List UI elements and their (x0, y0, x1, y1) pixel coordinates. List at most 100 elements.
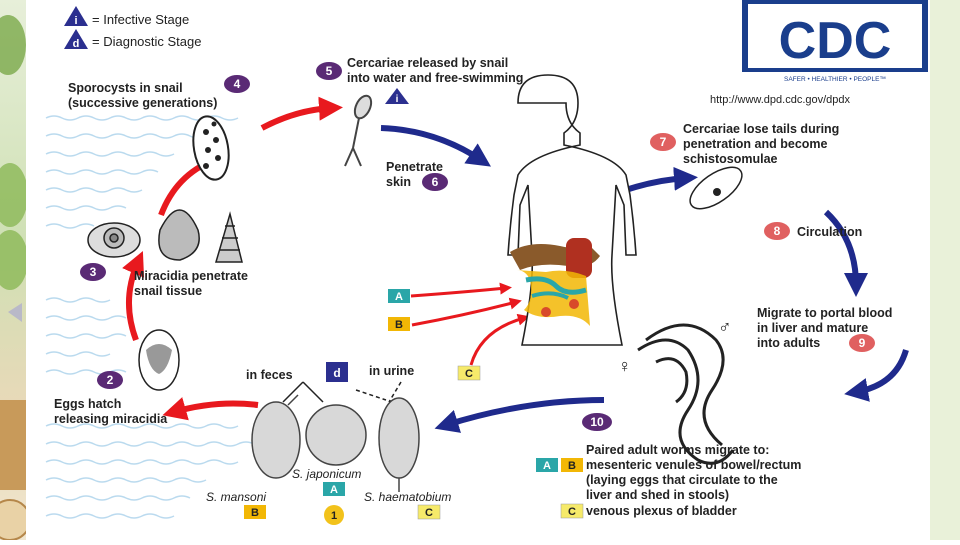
migration-c-line: venous plexus of bladder (586, 504, 737, 518)
decorative-shapes (0, 15, 26, 540)
svg-text:C: C (425, 507, 433, 519)
arrow-portal-to-adults (844, 349, 909, 402)
svg-text:into water and free-swimming: into water and free-swimming (347, 71, 523, 85)
svg-text:(successive generations): (successive generations) (68, 96, 217, 110)
migration-ab-line1: mesenteric venules of bowel/rectum (586, 458, 801, 472)
blue-cycle-arrows (380, 125, 909, 433)
step-badge-4: 4 (224, 75, 250, 93)
right-decorative-border (930, 0, 960, 540)
step-badge-9: 9 (849, 334, 875, 352)
svg-text:2: 2 (107, 373, 114, 387)
male-symbol: ♂ (718, 317, 732, 337)
svg-text:snail tissue: snail tissue (134, 284, 202, 298)
migration-ab-line3: liver and shed in stools) (586, 488, 729, 502)
svg-text:d: d (73, 38, 80, 50)
svg-text:Paired adult worms migrate to:: Paired adult worms migrate to: (586, 443, 769, 457)
s-haematobium-label: S. haematobium (364, 490, 451, 504)
source-url: http://www.dpd.cdc.gov/dpdx (710, 94, 851, 106)
step-badge-6: 6 (422, 173, 448, 191)
egg-tag-mansoni: B (244, 505, 266, 519)
migration-tag-b: B (561, 458, 583, 472)
svg-text:skin: skin (386, 175, 411, 189)
schistosomulum-icon (689, 166, 743, 210)
arrow-sporocysts-to-cercariae (260, 96, 343, 131)
caption-step-2: Eggs hatch releasing miracidia (54, 397, 168, 426)
legend: i = Infective Stage d = Diagnostic Stage (64, 6, 201, 50)
caption-step-7: Cercariae lose tails during penetration … (683, 122, 839, 166)
svg-text:9: 9 (859, 336, 866, 350)
caption-step-10: Paired adult worms migrate to: (586, 443, 769, 457)
svg-text:i: i (74, 15, 77, 27)
arrow-cercariae-to-skin (380, 125, 491, 167)
step-badge-3: 3 (80, 263, 106, 281)
arrow-miracidia-to-snail (122, 251, 145, 342)
svg-text:Penetrate: Penetrate (386, 160, 443, 174)
caption-step-9: Migrate to portal blood in liver and mat… (757, 306, 892, 350)
arrow-circulation (823, 209, 868, 297)
svg-text:10: 10 (590, 415, 604, 429)
step-badge-2: 2 (97, 371, 123, 389)
s-mansoni-label: S. mansoni (206, 490, 266, 504)
svg-text:A: A (330, 484, 338, 496)
svg-text:7: 7 (660, 135, 667, 149)
in-urine-label: in urine (369, 364, 414, 378)
svg-text:B: B (251, 507, 259, 519)
svg-text:releasing miracidia: releasing miracidia (54, 412, 168, 426)
site-tag-a: A (388, 289, 410, 303)
svg-text:Miracidia penetrate: Miracidia penetrate (134, 269, 248, 283)
in-feces-label: in feces (246, 368, 293, 382)
left-decorative-border (0, 0, 26, 540)
infective-stage-label: = Infective Stage (92, 12, 189, 27)
step-badge-8: 8 (764, 222, 790, 240)
svg-text:CDC: CDC (779, 12, 892, 70)
svg-text:B: B (395, 319, 403, 331)
caption-step-4: Sporocysts in snail (successive generati… (68, 81, 217, 110)
svg-text:8: 8 (774, 224, 781, 238)
snail-icons (87, 209, 243, 263)
egg-tag-japonicum: A (323, 482, 345, 496)
svg-text:4: 4 (234, 77, 241, 91)
arrow-skin-to-schistosomulae (625, 166, 698, 193)
svg-text:C: C (568, 506, 576, 518)
svg-text:Cercariae released by snail: Cercariae released by snail (347, 56, 508, 70)
svg-text:3: 3 (90, 265, 97, 279)
svg-text:d: d (333, 366, 340, 380)
step-badge-1: 1 (324, 505, 344, 525)
svg-text:6: 6 (432, 175, 439, 189)
egg-diagnostic-icon: d (326, 362, 348, 382)
migration-tag-c: C (560, 503, 584, 519)
svg-text:SAFER • HEALTHIER • PEOPLE™: SAFER • HEALTHIER • PEOPLE™ (784, 76, 886, 83)
svg-text:C: C (465, 368, 473, 380)
migration-tag-a: A (536, 458, 558, 472)
svg-text:1: 1 (331, 510, 337, 522)
cdc-logo: CDC SAFER • HEALTHIER • PEOPLE™ (742, 0, 928, 83)
migration-ab-line2: (laying eggs that circulate to the (586, 473, 778, 487)
female-symbol: ♀ (618, 356, 632, 376)
s-japonicum-label: S. japonicum (292, 467, 361, 481)
svg-text:in liver and mature: in liver and mature (757, 321, 868, 335)
caption-step-5: Cercariae released by snail into water a… (347, 56, 523, 105)
arrow-eggs-to-miracidia (162, 397, 259, 421)
infective-stage-icon: i (64, 6, 88, 27)
step-badge-10: 10 (582, 413, 612, 431)
egg-tag-haematobium: C (417, 504, 441, 520)
water-background (45, 115, 255, 519)
step-badge-5: 5 (316, 62, 342, 80)
sporocyst-icon (192, 115, 230, 181)
egg-icons (251, 394, 420, 492)
adult-worms-icon (637, 323, 735, 465)
svg-text:5: 5 (326, 64, 333, 78)
svg-text:A: A (395, 291, 403, 303)
svg-text:Eggs hatch: Eggs hatch (54, 397, 121, 411)
cercaria-icon (344, 94, 373, 167)
svg-text:B: B (568, 460, 576, 472)
svg-text:Sporocysts in snail: Sporocysts in snail (68, 81, 183, 95)
site-tag-b: B (388, 317, 410, 331)
diagnostic-stage-icon: d (64, 29, 88, 50)
svg-text:Cercariae lose tails during: Cercariae lose tails during (683, 122, 839, 136)
caption-step-6: Penetrate skin (386, 160, 443, 189)
svg-text:penetration and become: penetration and become (683, 137, 828, 151)
caption-step-8: Circulation (797, 225, 862, 239)
schistosoma-life-cycle-figure: i = Infective Stage d = Diagnostic Stage… (26, 0, 930, 540)
svg-text:A: A (543, 460, 551, 472)
